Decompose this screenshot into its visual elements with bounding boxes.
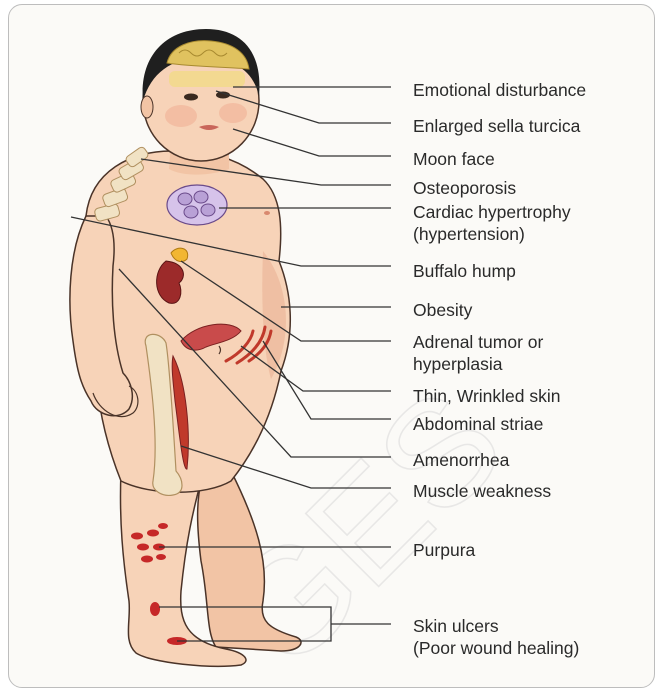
label-amenorrhea: Amenorrhea: [413, 449, 509, 471]
label-moon-face: Moon face: [413, 148, 495, 170]
cheek: [165, 105, 197, 127]
label-skin-ulcers: Skin ulcers (Poor wound healing): [413, 615, 579, 659]
nipple: [264, 211, 270, 215]
label-muscle-weakness: Muscle weakness: [413, 480, 551, 502]
label-emotional-disturbance: Emotional disturbance: [413, 79, 586, 101]
label-enlarged-sella-turcica: Enlarged sella turcica: [413, 115, 580, 137]
diagram-frame: GES: [8, 4, 655, 688]
label-obesity: Obesity: [413, 299, 472, 321]
label-thin-wrinkled-skin: Thin, Wrinkled skin: [413, 385, 561, 407]
label-osteoporosis: Osteoporosis: [413, 177, 516, 199]
sella-band: [169, 71, 245, 87]
eye: [184, 94, 198, 101]
ear: [141, 96, 153, 118]
label-cardiac-hypertrophy: Cardiac hypertrophy (hypertension): [413, 201, 571, 245]
heart-organ: [167, 185, 227, 225]
label-purpura: Purpura: [413, 539, 475, 561]
label-buffalo-hump: Buffalo hump: [413, 260, 516, 282]
cheek: [219, 103, 247, 123]
cushing-syndrome-figure: GES: [9, 5, 655, 688]
label-abdominal-striae: Abdominal striae: [413, 413, 543, 435]
label-adrenal-tumor: Adrenal tumor or hyperplasia: [413, 331, 543, 375]
